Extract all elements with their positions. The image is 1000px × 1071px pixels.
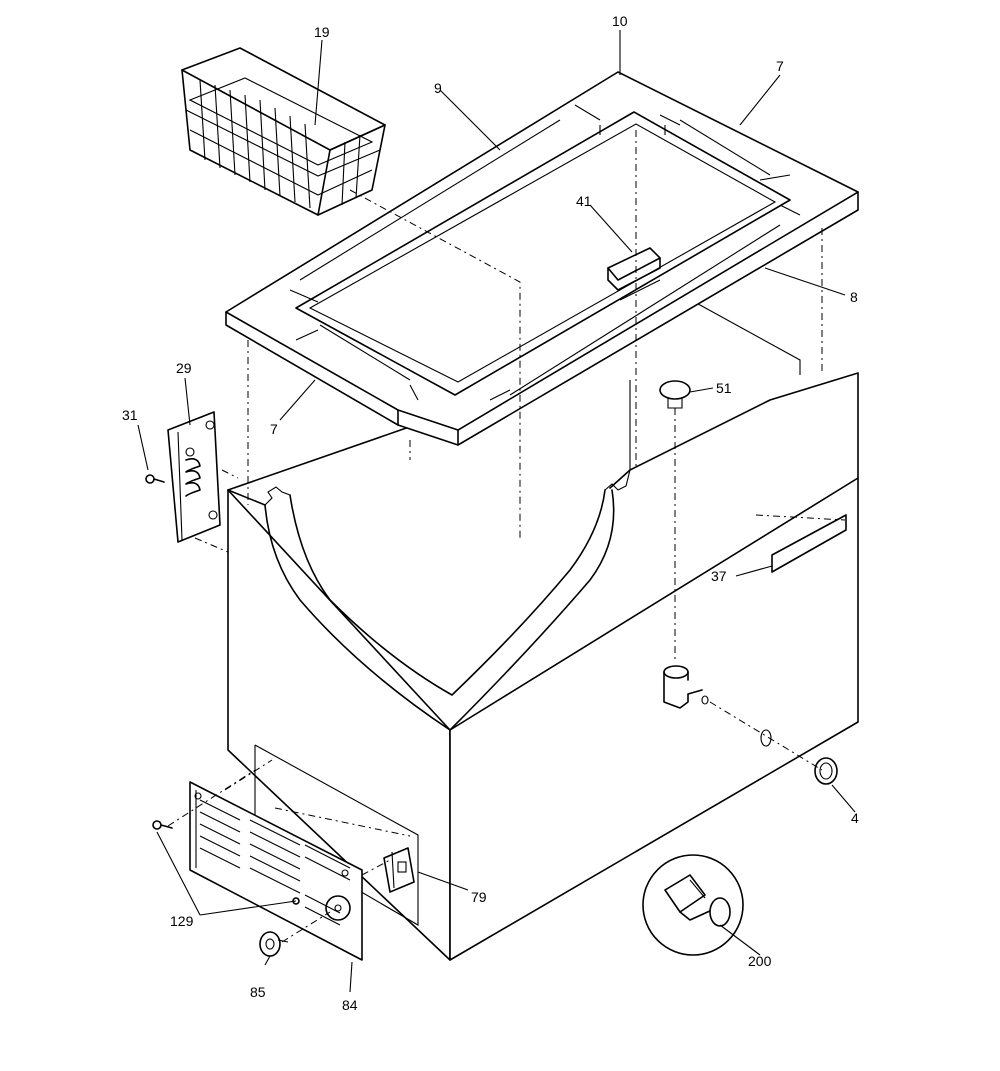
cabinet-body <box>227 299 859 961</box>
hinge-screw <box>145 474 165 484</box>
callout-41: 41 <box>576 193 592 209</box>
callout-79: 79 <box>471 889 487 905</box>
callout-19: 19 <box>314 24 330 40</box>
callout-84: 84 <box>342 997 358 1013</box>
callout-37: 37 <box>711 568 727 584</box>
thermostat-knob <box>259 931 289 957</box>
projection-lines <box>167 130 846 943</box>
drain-cap <box>814 757 838 785</box>
callout-200: 200 <box>748 953 772 969</box>
hinge-assembly <box>167 411 221 543</box>
grille-recess <box>254 744 419 926</box>
callout-129: 129 <box>170 913 194 929</box>
callout-51: 51 <box>716 380 732 396</box>
front-grille <box>189 781 363 961</box>
lid-frame <box>225 71 859 446</box>
callout-10: 10 <box>612 13 628 29</box>
drain-tube <box>663 665 772 747</box>
lid-frame-inner <box>295 111 791 396</box>
liner-cutaway <box>264 489 615 731</box>
drain-fitting-detail <box>642 854 744 956</box>
leader-lines <box>137 30 856 993</box>
wire-basket <box>181 47 386 216</box>
callout-31: 31 <box>122 407 138 423</box>
callout-85: 85 <box>250 984 266 1000</box>
callout-7-top: 7 <box>776 58 784 74</box>
drain-plug <box>659 380 691 409</box>
lid-frame-outer <box>225 71 859 446</box>
callout-7-bottom: 7 <box>270 421 278 437</box>
switch <box>383 847 415 893</box>
callout-29: 29 <box>176 360 192 376</box>
callout-8: 8 <box>850 289 858 305</box>
callout-9: 9 <box>434 80 442 96</box>
callout-4: 4 <box>851 810 859 826</box>
callout-labels: 19 10 7 9 41 8 29 31 7 51 37 4 79 129 20… <box>122 13 859 1013</box>
